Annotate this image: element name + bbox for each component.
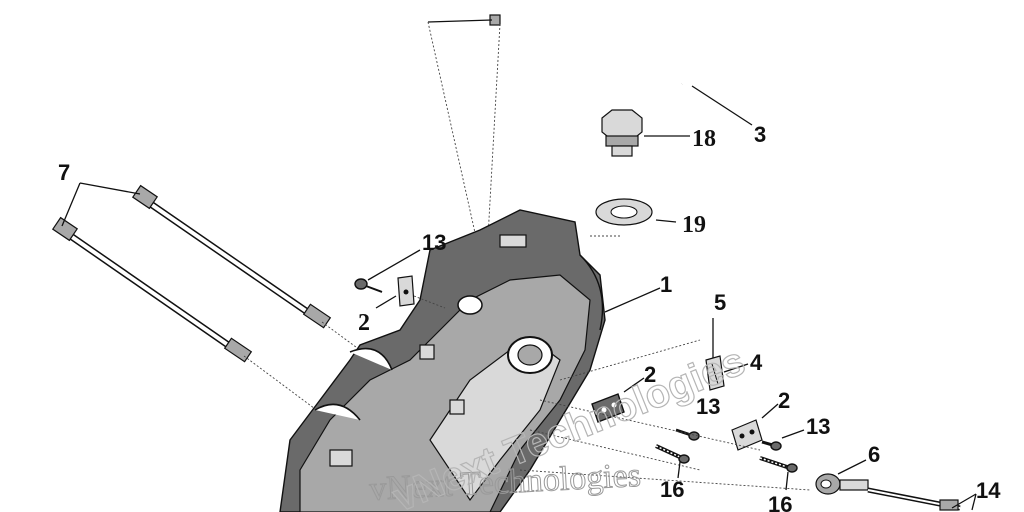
callout-16a: 16 <box>660 477 684 502</box>
leader-19 <box>655 219 677 223</box>
part-3-bent-pipe <box>489 14 691 86</box>
dash-lower-1 <box>539 399 761 451</box>
leader-14b <box>971 493 977 511</box>
leader-3 <box>691 85 753 126</box>
part-7-stud-upper <box>131 184 332 329</box>
part-13-bolt-upper <box>354 278 383 293</box>
part-16-bolt-left <box>655 444 690 464</box>
leader-14a <box>951 493 977 509</box>
leader-pipe-top <box>427 19 493 23</box>
part-19-washer <box>595 198 653 226</box>
leader-2c <box>761 403 779 419</box>
callout-16b: 16 <box>768 492 792 512</box>
leader-2a <box>375 295 397 309</box>
callout-13c: 13 <box>806 414 830 439</box>
dash-lower-2 <box>529 429 701 471</box>
part-6-fitting <box>815 473 869 495</box>
callout-7: 7 <box>58 160 70 185</box>
leader-16b <box>785 471 789 491</box>
part-4-plate <box>705 355 725 391</box>
leader-13c <box>781 429 805 439</box>
dash-7-upper <box>321 321 361 351</box>
dash-2a <box>413 295 446 309</box>
callout-3: 3 <box>754 122 766 147</box>
leader-7b <box>61 182 81 227</box>
part-16-bolt-right <box>759 456 798 473</box>
part-13-bolt-middle <box>675 428 700 441</box>
part-2-bracket-lower <box>731 419 763 451</box>
leader-7a <box>79 182 141 195</box>
leader-2b <box>623 377 645 393</box>
callout-5: 5 <box>714 290 726 315</box>
part-13-bolt-right <box>761 440 782 451</box>
callout-14: 14 <box>976 478 1001 503</box>
dash-pipe-down-2 <box>484 23 501 291</box>
dash-lower-3 <box>559 339 701 381</box>
callout-2a: 2 <box>358 310 370 336</box>
part-2-bracket-upper <box>397 275 415 307</box>
callout-6: 6 <box>868 442 880 467</box>
callout-4: 4 <box>750 350 763 375</box>
callout-1: 1 <box>660 272 672 297</box>
leader-16a <box>677 461 681 479</box>
callout-13b: 13 <box>696 394 720 419</box>
callout-2b: 2 <box>644 362 656 387</box>
callout-2c: 2 <box>778 388 790 413</box>
callout-13a: 13 <box>422 230 446 255</box>
leader-4 <box>723 363 749 373</box>
leader-1 <box>604 287 661 313</box>
part-14-shaft <box>867 487 961 511</box>
leader-13a <box>367 249 421 281</box>
part-2-bracket-middle <box>591 393 625 423</box>
leader-6 <box>837 459 867 475</box>
callout-19: 19 <box>682 212 706 238</box>
dash-lower-4 <box>519 469 811 491</box>
part-18-oil-plug <box>601 109 643 157</box>
part-7-stud-lower <box>51 216 253 363</box>
callout-18: 18 <box>692 126 716 152</box>
part-1-crankcase <box>279 209 606 512</box>
